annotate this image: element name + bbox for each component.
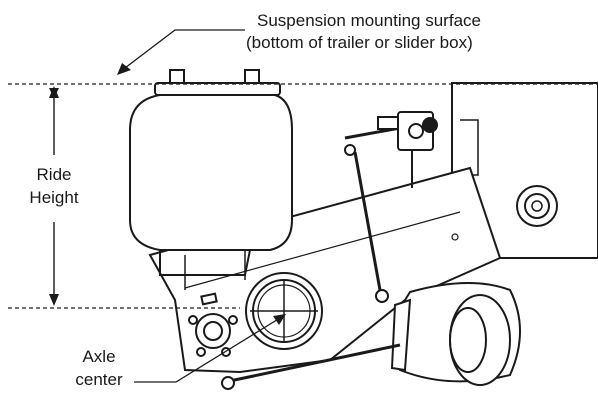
- ride-height-label-line1: Ride: [36, 165, 72, 184]
- pivot-bushing: [188, 292, 238, 357]
- axle-center-label-line1: Axle: [82, 347, 116, 366]
- brake-chamber: [221, 281, 521, 390]
- mounting-surface-label-line1: Suspension mounting surface: [257, 11, 481, 30]
- axle-center-label-line2: center: [75, 370, 123, 389]
- dimension-lines: [8, 83, 598, 309]
- axle-tube: [245, 272, 323, 350]
- height-control-valve: [344, 111, 438, 303]
- leader-lines: [117, 29, 286, 383]
- air-spring: [129, 69, 293, 290]
- ride-height-label-line2: Height: [29, 188, 79, 207]
- mounting-surface-label-line2: (bottom of trailer or slider box): [246, 33, 473, 52]
